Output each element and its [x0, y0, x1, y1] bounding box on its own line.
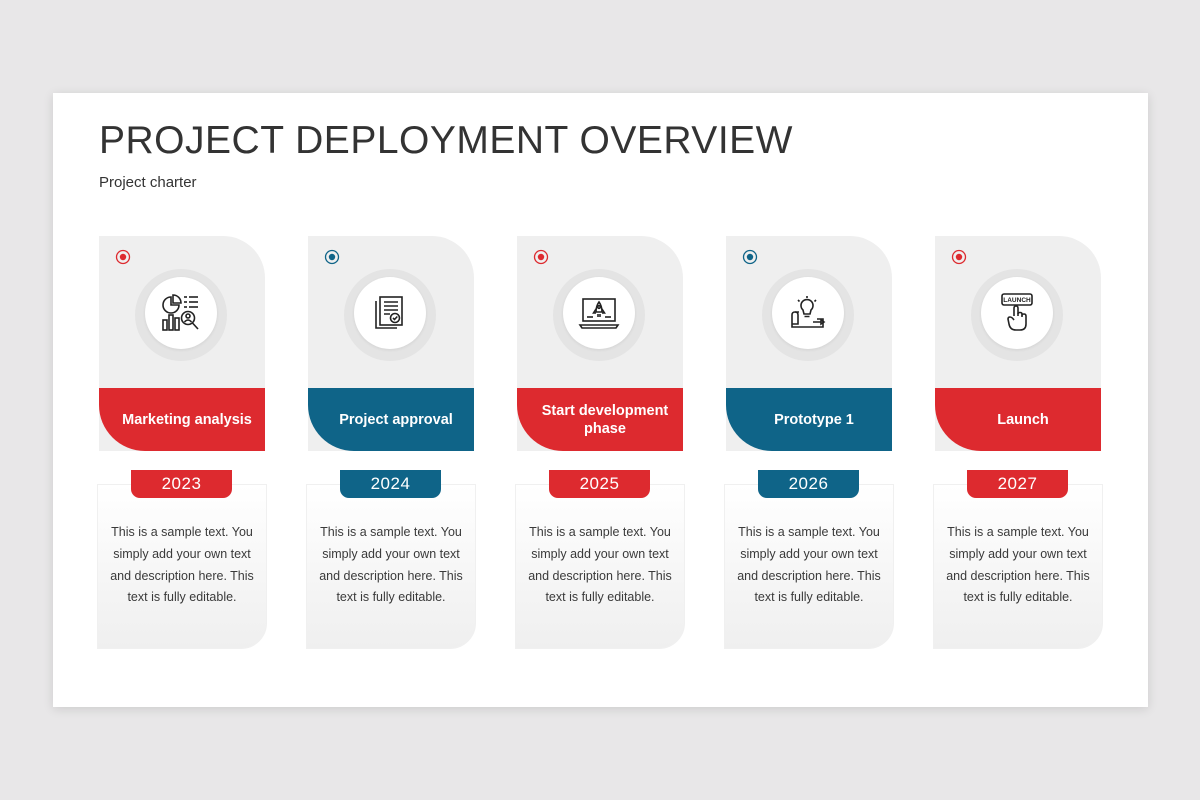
timeline-card-5: LAUNCH Launch 2027 This is a sample text…: [933, 236, 1103, 649]
target-marker-icon: [951, 249, 967, 265]
year-badge: 2027: [967, 470, 1068, 498]
card-header-panel: LAUNCH Launch: [935, 236, 1101, 451]
target-marker-icon: [324, 249, 340, 265]
launch-button-icon: LAUNCH: [1001, 293, 1033, 331]
card-description-panel: [306, 484, 476, 649]
timeline-card-2: Project approval 2024 This is a sample t…: [306, 236, 476, 649]
card-header-panel: Marketing analysis: [99, 236, 265, 451]
icon-disc: LAUNCH: [981, 277, 1053, 349]
timeline-card-4: Prototype 1 2026 This is a sample text. …: [724, 236, 894, 649]
laptop-rocket-icon: [578, 298, 620, 329]
stage-label: Marketing analysis: [99, 388, 265, 451]
year-badge: 2026: [758, 470, 859, 498]
card-description-panel: [97, 484, 267, 649]
card-description: This is a sample text. You simply add yo…: [110, 525, 254, 605]
card-header-panel: Prototype 1: [726, 236, 892, 451]
year-badge: 2023: [131, 470, 232, 498]
card-description: This is a sample text. You simply add yo…: [319, 525, 463, 605]
card-description: This is a sample text. You simply add yo…: [946, 525, 1090, 605]
target-marker-icon: [115, 249, 131, 265]
target-marker-icon: [533, 249, 549, 265]
idea-blueprint-icon: [791, 296, 826, 328]
chart-analysis-icon: [162, 294, 199, 331]
stage-label: Prototype 1: [726, 388, 892, 451]
stage-label: Start development phase: [517, 388, 683, 451]
card-description: This is a sample text. You simply add yo…: [737, 525, 881, 605]
year-badge: 2025: [549, 470, 650, 498]
timeline-card-1: Marketing analysis 2023 This is a sample…: [97, 236, 267, 649]
icon-disc: [145, 277, 217, 349]
page-title: PROJECT DEPLOYMENT OVERVIEW: [99, 119, 793, 162]
icon-disc: [772, 277, 844, 349]
card-description-panel: [724, 484, 894, 649]
card-header-panel: Start development phase: [517, 236, 683, 451]
launch-button-text: LAUNCH: [1003, 297, 1031, 304]
timeline-card-3: Start development phase 2025 This is a s…: [515, 236, 685, 649]
slide: PROJECT DEPLOYMENT OVERVIEW Project char…: [53, 93, 1148, 707]
stage-label: Launch: [935, 388, 1101, 451]
card-description-panel: [515, 484, 685, 649]
page-subtitle: Project charter: [99, 174, 197, 191]
card-header-panel: Project approval: [308, 236, 474, 451]
target-marker-icon: [742, 249, 758, 265]
card-description: This is a sample text. You simply add yo…: [528, 525, 672, 605]
stage-label: Project approval: [308, 388, 474, 451]
year-badge: 2024: [340, 470, 441, 498]
approved-document-icon: [375, 296, 403, 329]
icon-disc: [354, 277, 426, 349]
icon-disc: [563, 277, 635, 349]
